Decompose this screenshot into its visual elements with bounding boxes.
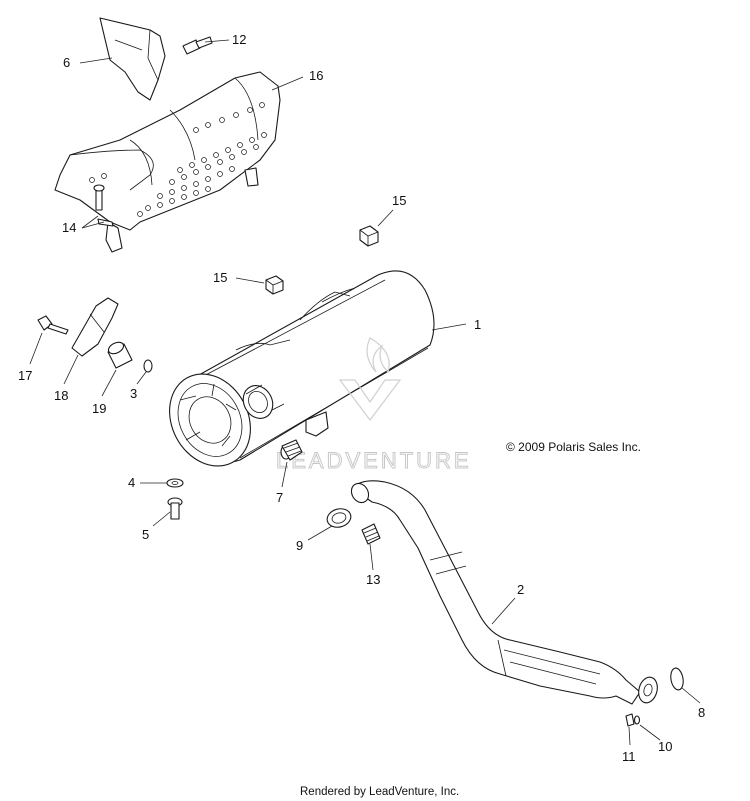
part-15-clip-nut-upper[interactable]	[359, 225, 379, 247]
callout-6: 6	[63, 55, 70, 70]
part-10-lock-washer[interactable]	[633, 715, 641, 725]
callout-3: 3	[130, 386, 137, 401]
part-5-bolt[interactable]	[167, 497, 183, 520]
part-19-spacer[interactable]	[107, 340, 133, 369]
callout-10: 10	[658, 739, 672, 754]
callout-8: 8	[698, 705, 705, 720]
callout-17: 17	[18, 368, 32, 383]
callout-5: 5	[142, 527, 149, 542]
part-16-perforated-heat-shield[interactable]	[54, 71, 281, 253]
callout-13: 13	[366, 572, 380, 587]
callout-labels: 1 2 3 4 5 6 7 8 9 10 11 12 13 14 15 15 1…	[18, 32, 705, 764]
part-6-heat-shield-bracket[interactable]	[99, 17, 166, 101]
heat-shield-perforations	[89, 102, 267, 217]
part-17-bolt[interactable]	[37, 315, 69, 335]
footer-credit: Rendered by LeadVenture, Inc.	[300, 786, 459, 798]
callout-2: 2	[517, 582, 524, 597]
part-15-clip-nut-lower[interactable]	[265, 275, 284, 295]
callout-7: 7	[276, 490, 283, 505]
part-9-gasket[interactable]	[325, 506, 353, 530]
callout-16: 16	[309, 68, 323, 83]
callout-19: 19	[92, 401, 106, 416]
copyright-text: © 2009 Polaris Sales Inc.	[506, 440, 641, 454]
callout-18: 18	[54, 388, 68, 403]
callout-15-lower: 15	[213, 270, 227, 285]
callout-11: 11	[622, 749, 636, 764]
callout-14: 14	[62, 220, 76, 235]
callout-12: 12	[232, 32, 246, 47]
part-13-spring[interactable]	[361, 523, 381, 545]
part-7-spring[interactable]	[281, 439, 303, 461]
part-2-head-pipe[interactable]	[348, 480, 660, 705]
part-14-screws[interactable]	[93, 184, 114, 227]
watermark: LEADVENTURE	[276, 337, 472, 474]
callout-1: 1	[474, 317, 481, 332]
part-12-push-rivet[interactable]	[182, 36, 213, 55]
watermark-text: LEADVENTURE	[276, 448, 472, 473]
part-1-muffler[interactable]	[154, 270, 435, 480]
part-3-washer[interactable]	[143, 359, 153, 373]
callout-9: 9	[296, 538, 303, 553]
part-18-mount-bracket[interactable]	[71, 297, 119, 357]
callout-15-upper: 15	[392, 193, 406, 208]
part-8-gasket[interactable]	[669, 667, 685, 691]
part-11-nut[interactable]	[625, 713, 635, 727]
callout-4: 4	[128, 475, 135, 490]
leader-lines	[29, 39, 701, 746]
part-4-washer[interactable]	[166, 478, 184, 488]
